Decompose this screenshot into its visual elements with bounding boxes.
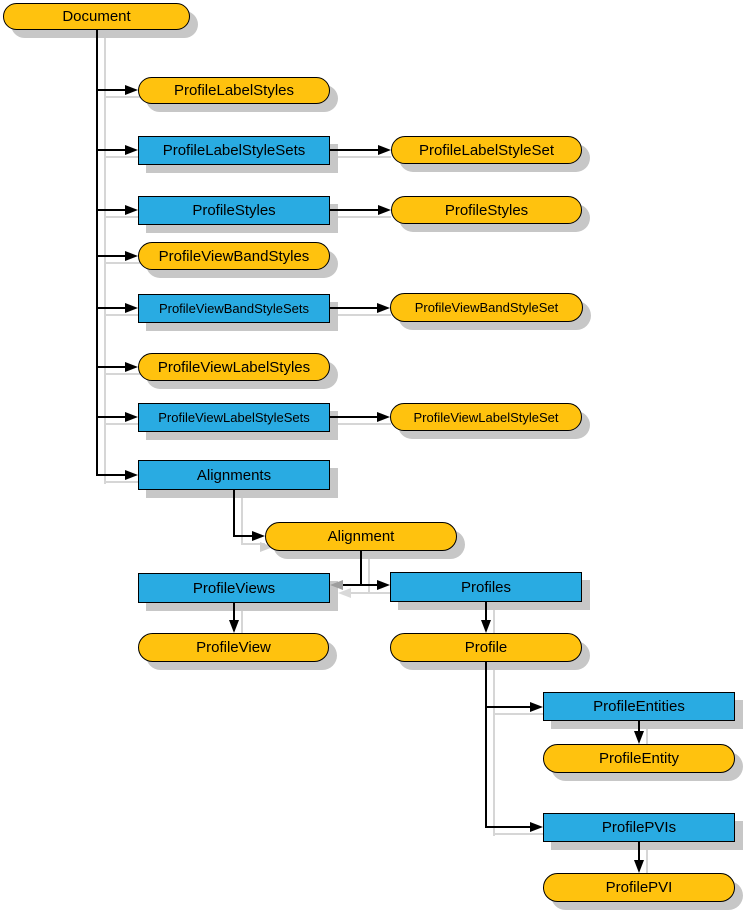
node-document: Document (3, 3, 190, 30)
node-profile: Profile (390, 633, 582, 662)
profileviews-drop-shadow (241, 611, 243, 635)
arrowhead (252, 531, 265, 541)
profile-branch-shadow (493, 713, 545, 715)
pvis-drop-shadow (646, 850, 648, 875)
node-profile-styles-collection: ProfileStyles (138, 196, 330, 225)
profileviews-drop-line (233, 603, 235, 622)
node-profile-entities: ProfileEntities (543, 692, 735, 721)
alignments-elbow-line (233, 535, 253, 537)
arrowhead (530, 822, 543, 832)
node-alignment: Alignment (265, 522, 457, 551)
node-alignments: Alignments (138, 460, 330, 490)
branch-line (96, 149, 126, 151)
node-profile-view-label-style-set: ProfileViewLabelStyleSet (390, 403, 582, 431)
arrowhead (530, 702, 543, 712)
alignments-drop-shadow (241, 543, 265, 545)
arrowhead (481, 620, 491, 633)
branch-line (96, 416, 126, 418)
profile-entities-line (485, 706, 531, 708)
profiles-drop-line (485, 602, 487, 622)
branch-line (96, 366, 126, 368)
connector-shadow (338, 423, 391, 425)
arrowhead (377, 412, 390, 422)
branch-line (96, 209, 126, 211)
branch-line (96, 307, 126, 309)
node-profile-label-style-set: ProfileLabelStyleSet (391, 136, 582, 164)
arrowhead (125, 145, 138, 155)
alignment-left-line (343, 584, 361, 586)
profile-branch-shadow (493, 670, 495, 836)
node-profile-view-label-style-sets: ProfileViewLabelStyleSets (138, 403, 330, 432)
alignments-drop-line (233, 490, 235, 537)
node-profile-entity: ProfileEntity (543, 744, 735, 773)
connector-line (330, 416, 377, 418)
branch-shadow (104, 314, 140, 316)
node-profile-pvis: ProfilePVIs (543, 813, 735, 842)
connector-shadow (338, 216, 391, 218)
arrowhead (377, 303, 390, 313)
branch-shadow (104, 216, 140, 218)
node-profile-view: ProfileView (138, 633, 329, 662)
arrowhead (125, 470, 138, 480)
arrowhead-gray (330, 580, 343, 590)
branch-shadow (104, 373, 140, 375)
profile-branch-shadow (493, 833, 545, 835)
node-profile-view-band-style-set: ProfileViewBandStyleSet (390, 293, 583, 322)
arrowhead (125, 205, 138, 215)
branch-shadow (104, 423, 140, 425)
alignment-right-line (360, 584, 378, 586)
node-profile-label-style-sets: ProfileLabelStyleSets (138, 136, 330, 165)
node-profile-pvi: ProfilePVI (543, 873, 735, 902)
alignments-drop-shadow (241, 498, 243, 545)
node-profile-views: ProfileViews (138, 573, 330, 603)
profiles-drop-shadow (493, 610, 495, 635)
arrowhead (125, 303, 138, 313)
entities-drop-line (638, 721, 640, 733)
alignment-split-shadow (368, 559, 370, 594)
connector-shadow (338, 314, 391, 316)
arrowhead (125, 412, 138, 422)
arrowhead (378, 145, 391, 155)
branch-line (96, 89, 126, 91)
profile-branch-line (485, 662, 487, 828)
node-profiles: Profiles (390, 572, 582, 602)
arrowhead (377, 580, 390, 590)
arrowhead (229, 620, 239, 633)
node-profile-view-band-styles: ProfileViewBandStyles (138, 242, 330, 270)
connector-line (330, 149, 378, 151)
branch-shadow (104, 262, 140, 264)
arrowhead-shadow (338, 588, 351, 598)
connector-line (330, 209, 378, 211)
node-profile-view-label-styles: ProfileViewLabelStyles (138, 353, 330, 381)
pvis-drop-line (638, 842, 640, 862)
node-profile-view-band-style-sets: ProfileViewBandStyleSets (138, 294, 330, 323)
arrowhead (634, 731, 644, 744)
branch-line (96, 474, 126, 476)
branch-shadow (104, 481, 140, 483)
alignment-drop-line (360, 551, 362, 586)
entities-drop-shadow (646, 729, 648, 746)
branch-shadow (104, 156, 140, 158)
arrowhead (125, 251, 138, 261)
branch-line (96, 255, 126, 257)
branch-shadow (104, 96, 140, 98)
node-profile-styles-item: ProfileStyles (391, 196, 582, 224)
arrowhead (634, 860, 644, 873)
node-profile-label-styles: ProfileLabelStyles (138, 77, 330, 104)
profile-pvis-line (485, 826, 531, 828)
arrowhead-shadow (260, 542, 273, 552)
connector-line (330, 307, 377, 309)
arrowhead (125, 85, 138, 95)
arrowhead (125, 362, 138, 372)
arrowhead (378, 205, 391, 215)
alignment-split-shadow (351, 592, 391, 594)
trunk-line (96, 30, 98, 476)
trunk-shadow (104, 38, 106, 484)
connector-shadow (338, 156, 391, 158)
